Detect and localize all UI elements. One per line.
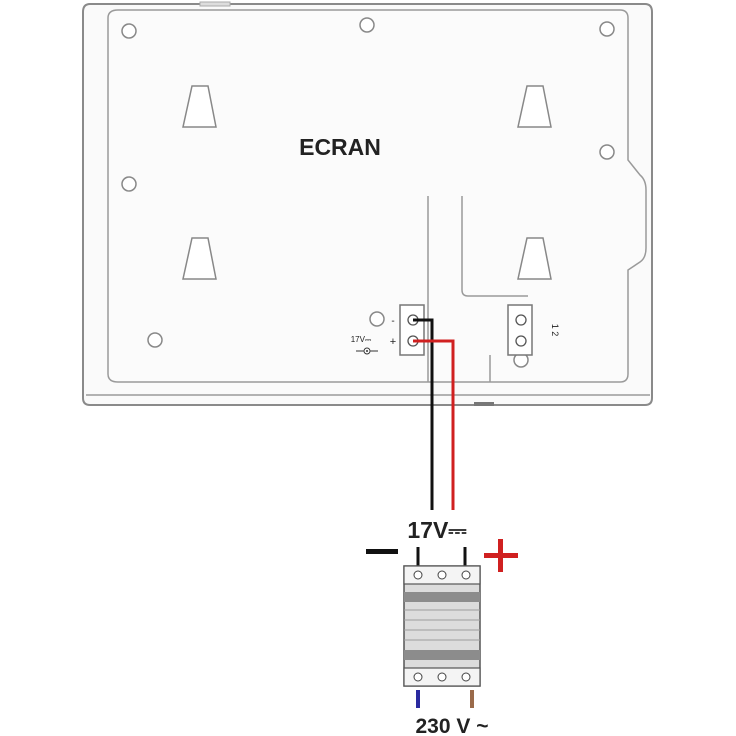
power-pin-plus-label: + [390, 336, 396, 348]
screen-title: ECRAN [299, 134, 381, 160]
aux-connector-block: 1 2 [507, 304, 560, 356]
psu-screw-icon [461, 672, 471, 682]
psu-screw-icon [413, 570, 423, 580]
mount-slot-top-right [517, 85, 552, 128]
power-connector-body [399, 304, 425, 356]
aux-terminal-2 [515, 335, 527, 347]
mount-slot-top-left [182, 85, 217, 128]
screen-top-tab [199, 1, 231, 7]
aux-pin-labels: 1 2 [550, 324, 560, 337]
psu-screw-icon [413, 672, 423, 682]
wire-positive-red [413, 339, 455, 510]
mount-slot-bottom-left [182, 237, 217, 280]
power-voltage-label: 17V⎓ [351, 335, 372, 344]
psu-screw-icon [437, 672, 447, 682]
mount-hole-top-left [121, 23, 137, 39]
power-pin-minus-label: - [391, 316, 394, 327]
screen-back-panel: ECRAN [82, 1, 653, 406]
psu-body [403, 565, 481, 687]
psu-screw-icon [437, 570, 447, 580]
mount-hole-top-right [599, 21, 615, 37]
aux-terminal-1 [515, 314, 527, 326]
psu-vent-lines [404, 609, 480, 641]
psu-rib-band [404, 650, 480, 660]
psu-negative-symbol [366, 549, 398, 554]
psu-input-voltage-label: 230 V ~ [416, 715, 489, 736]
aux-connector-body [507, 304, 533, 356]
mount-slot-bottom-right [517, 237, 552, 280]
psu-rib-band [404, 592, 480, 602]
mount-hole-bottom-center [369, 311, 385, 327]
screen-bottom-slot [474, 402, 494, 406]
mount-hole-mid-right [599, 144, 615, 160]
mount-hole-bottom-left [147, 332, 163, 348]
power-supply-module: 17V⎓ 230 V ~ [366, 517, 518, 736]
psu-screw-icon [461, 570, 471, 580]
psu-positive-symbol [484, 539, 518, 572]
cable-channel-right-edge [461, 196, 528, 297]
mount-hole-mid-left [121, 176, 137, 192]
psu-output-voltage-label: 17V⎓ [407, 517, 467, 543]
screen-inner-outline [107, 9, 647, 383]
mount-hole-top-center [359, 17, 375, 33]
polarity-symbol-icon [356, 347, 378, 355]
wire-negative-black [413, 318, 434, 510]
